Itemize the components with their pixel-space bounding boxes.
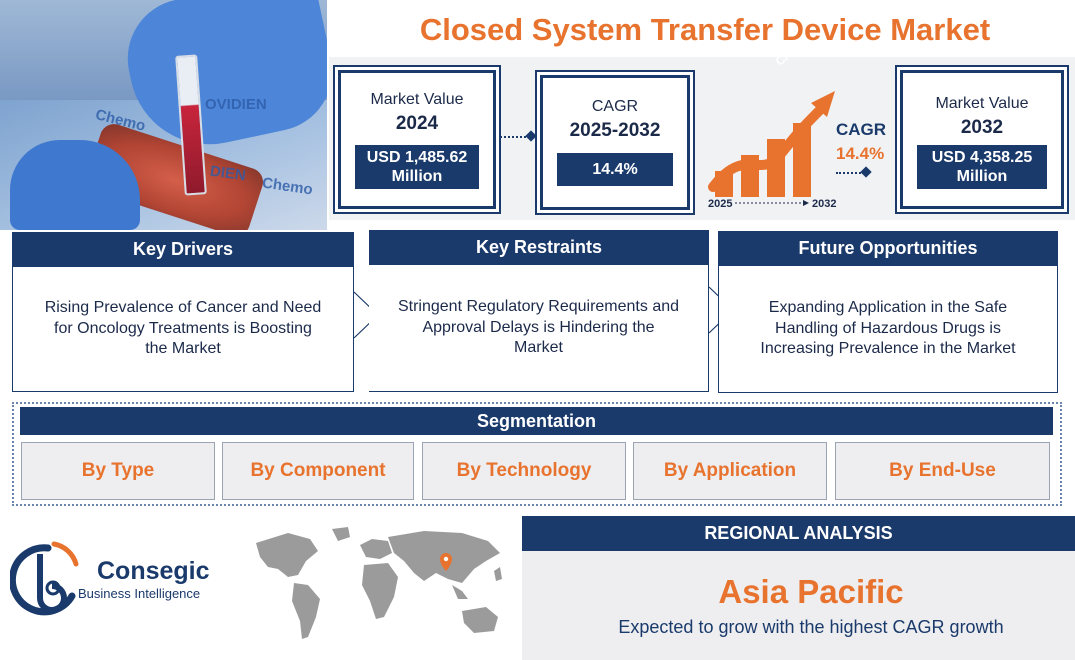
connector-line [836, 172, 864, 174]
regional-analysis-heading: REGIONAL ANALYSIS [522, 516, 1075, 551]
segmentation-heading: Segmentation [20, 407, 1053, 435]
cagr-value: 14.4% [557, 153, 673, 186]
segment-by-component[interactable]: By Component [222, 442, 414, 500]
world-map [256, 527, 502, 639]
market-value-year: 2032 [960, 117, 1004, 138]
end-year: 2032 [812, 198, 837, 210]
regional-analysis-panel [522, 551, 1075, 660]
future-opportunities-panel: Future Opportunities Expanding Applicati… [718, 231, 1058, 393]
future-opportunities-heading: Future Opportunities [718, 231, 1058, 266]
market-value-label: Market Value [370, 91, 464, 108]
key-drivers-heading: Key Drivers [12, 232, 354, 267]
growth-chart-graphic [708, 91, 835, 206]
market-value-2032-card: Market Value 2032 USD 4,358.25 Million [900, 70, 1064, 209]
logo-name: Consegic [97, 557, 210, 585]
cagr-percent: 14.4% [836, 144, 885, 163]
market-value-amount: USD 4,358.25 Million [917, 145, 1047, 189]
segment-by-application[interactable]: By Application [633, 442, 827, 500]
connector-line [500, 136, 530, 138]
key-restraints-text: Stringent Regulatory Requirements and Ap… [369, 265, 709, 392]
cagr-card: CAGR 2025-2032 14.4% [540, 75, 690, 210]
market-value-amount: USD 1,485.62 Million [355, 145, 479, 189]
segmentation-frame [12, 402, 1062, 506]
photo-brand-text: OVIDIEN [205, 96, 267, 113]
year-axis-arrow [803, 200, 809, 206]
market-value-year: 2024 [395, 113, 439, 134]
segment-by-end-use[interactable]: By End-Use [835, 442, 1050, 500]
market-value-2024-card: Market Value 2024 USD 1,485.62 Million [338, 70, 496, 209]
key-restraints-heading: Key Restraints [369, 230, 709, 265]
growth-arrow-head [811, 91, 835, 117]
region-name: Asia Pacific [718, 573, 904, 610]
logo-tagline: Business Intelligence [78, 586, 201, 601]
segment-by-type[interactable]: By Type [21, 442, 215, 500]
cagr-period: 2025-2032 [569, 120, 661, 141]
consegic-logo [10, 541, 79, 616]
growth-arrow-line [708, 105, 825, 192]
key-drivers-panel: Key Drivers Rising Prevalence of Cancer … [12, 232, 354, 392]
page-title: Closed System Transfer Device Market [419, 12, 991, 47]
region-note: Expected to grow with the highest CAGR g… [618, 617, 1004, 637]
hero-photo: OVIDIEN Chemo DIEN Chemo [0, 0, 327, 230]
cagr-heading: CAGR [836, 120, 887, 139]
key-restraints-panel: Key Restraints Stringent Regulatory Requ… [369, 230, 709, 392]
cagr-label: CAGR [591, 98, 639, 115]
start-year: 2025 [708, 198, 733, 210]
key-drivers-text: Rising Prevalence of Cancer and Need for… [12, 267, 354, 392]
segment-by-technology[interactable]: By Technology [422, 442, 626, 500]
location-pin-icon [440, 553, 452, 571]
gloved-hand-left [10, 140, 140, 230]
growth-bar [793, 123, 811, 197]
market-value-label: Market Value [935, 95, 1029, 112]
future-opportunities-text: Expanding Application in the Safe Handli… [718, 266, 1058, 393]
